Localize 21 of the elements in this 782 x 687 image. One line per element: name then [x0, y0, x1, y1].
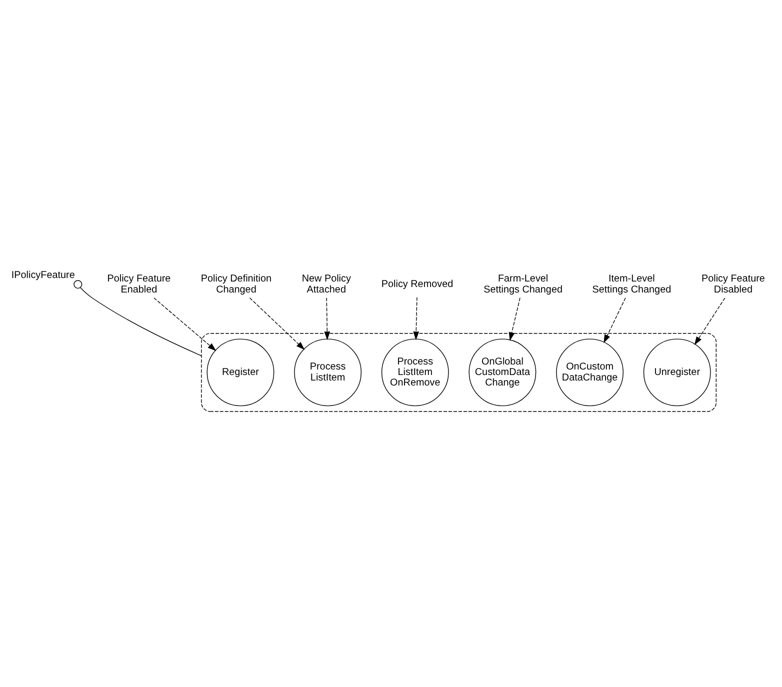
node-text: Policy Definition Changed: [200, 274, 272, 296]
arrow: [249, 298, 305, 350]
arrow: [154, 298, 216, 352]
node-circle: Unregister: [643, 338, 711, 406]
node-circle: [74, 280, 82, 289]
arrow: [604, 298, 626, 344]
arrow: [413, 296, 420, 340]
node-circle: OnGlobal CustomData Change: [468, 338, 536, 406]
arrow: [694, 298, 726, 346]
node-text: Policy Feature Disabled: [702, 274, 765, 296]
node-circle: OnCustom DataChange: [556, 338, 624, 406]
node-label: IPolicyFeature: [11, 270, 75, 281]
node-text: Farm-Level Settings Changed: [484, 274, 562, 296]
node-text: Policy Removed: [381, 279, 454, 290]
arrow: [324, 298, 330, 340]
arrow: [508, 298, 520, 341]
node-text: Item-Level Settings Changed: [592, 274, 672, 296]
connector: [80, 287, 202, 356]
node-text: New Policy Attached: [302, 274, 351, 296]
node-circle: Process ListItem OnRemove: [381, 338, 449, 406]
node-text: Policy Feature Enabled: [107, 274, 171, 296]
